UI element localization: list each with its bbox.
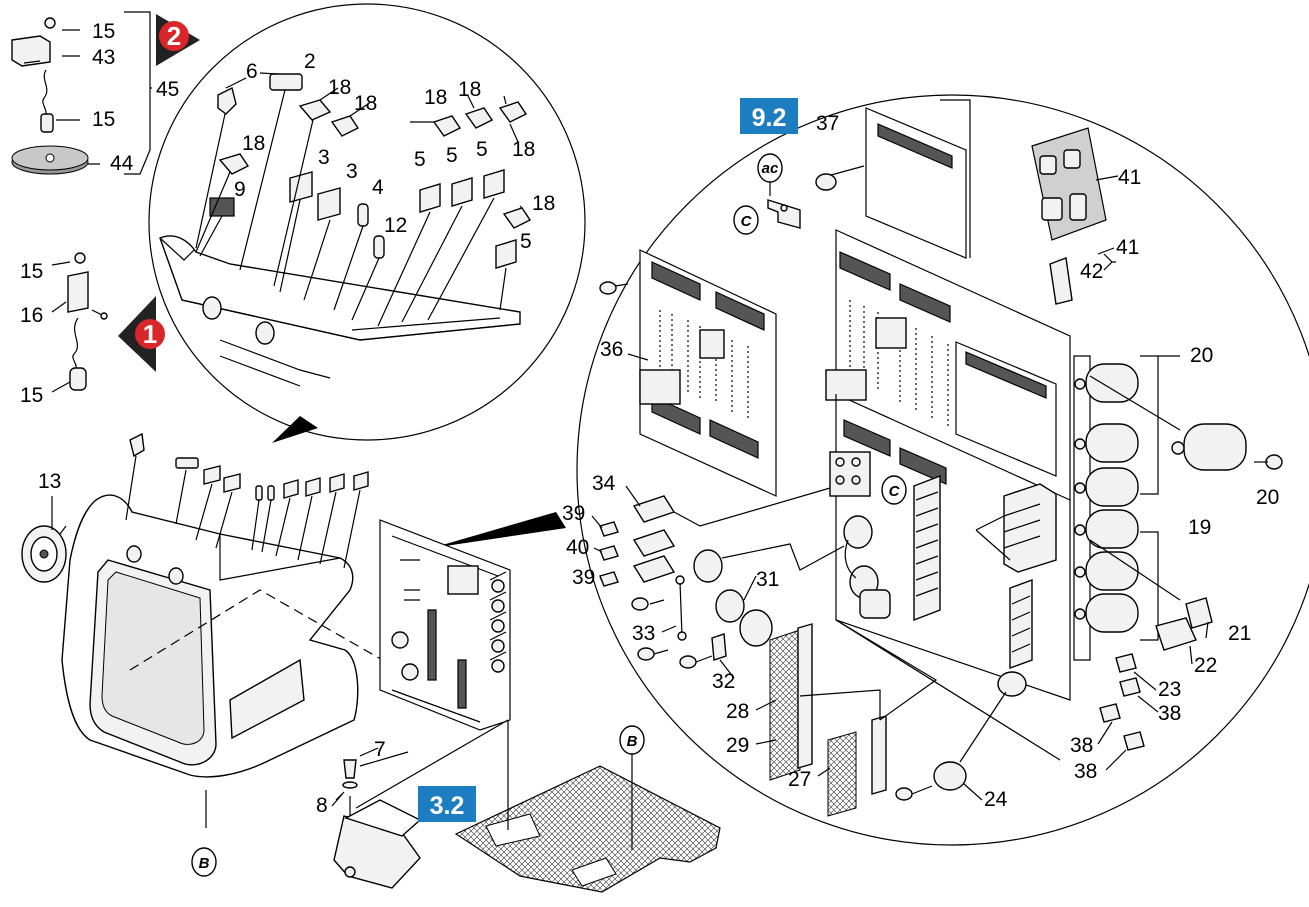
view-tag-b-left-text: B — [199, 855, 210, 872]
circuit-board-36 — [599, 249, 777, 497]
callout-18: 18 — [242, 132, 265, 155]
fuse-strip — [913, 474, 1033, 669]
callout-20: 20 — [1256, 486, 1279, 509]
callout-18: 18 — [458, 78, 481, 101]
ecu-module-37 — [815, 99, 971, 259]
callout-36: 36 — [600, 338, 623, 361]
callout-24: 24 — [984, 788, 1008, 811]
fuse-holders-28-29-27 — [769, 619, 938, 817]
callout-18: 18 — [354, 92, 377, 115]
relay-block — [975, 483, 1057, 573]
leader-lines-right — [331, 175, 1209, 807]
view-tag-c-lower-text: C — [889, 483, 901, 500]
callout-34: 34 — [592, 472, 616, 495]
callout-32: 32 — [712, 670, 735, 693]
callout-4: 4 — [372, 176, 384, 199]
callout-44: 44 — [110, 152, 134, 175]
callout-45: 45 — [156, 78, 179, 101]
callout-13: 13 — [38, 470, 61, 493]
callout-15: 15 — [20, 384, 43, 407]
callout-8: 8 — [316, 794, 328, 817]
control-box-small — [379, 519, 511, 731]
callout-42: 42 — [1080, 260, 1103, 283]
nut-24 — [895, 671, 1027, 801]
ref-box-9-2-text: 9.2 — [752, 104, 787, 132]
callout-7: 7 — [374, 738, 386, 761]
callout-38: 38 — [1074, 760, 1097, 783]
right-detail-circle — [432, 94, 1309, 846]
callout-5: 5 — [414, 148, 426, 171]
callout-29: 29 — [726, 734, 749, 757]
callout-3: 3 — [318, 146, 330, 169]
pedal-assembly — [333, 719, 509, 889]
callout-15: 15 — [92, 20, 115, 43]
lamp-assembly-left — [51, 252, 108, 393]
callout-27: 27 — [788, 768, 811, 791]
top-detail-circle — [148, 3, 586, 443]
ref-box-3-2[interactable]: 3.2 — [418, 786, 476, 822]
callout-15: 15 — [92, 108, 115, 131]
callout-40: 40 — [566, 536, 589, 559]
callout-5: 5 — [446, 144, 458, 167]
step-marker-2: 2 — [156, 14, 200, 66]
ref-box-9-2[interactable]: 9.2 — [740, 98, 798, 134]
callout-33: 33 — [632, 622, 655, 645]
callout-39: 39 — [562, 502, 585, 525]
callout-18: 18 — [424, 86, 447, 109]
callout-39: 39 — [572, 566, 595, 589]
callout-23: 23 — [1158, 678, 1181, 701]
marker-2-text: 2 — [167, 21, 181, 51]
dashboard-panel-detail — [159, 72, 532, 387]
callout-18: 18 — [512, 138, 535, 161]
view-tag-ac: ac — [757, 153, 783, 183]
callout-21: 21 — [1228, 622, 1251, 645]
capacitor-stack-20 — [1073, 355, 1283, 661]
callout-19: 19 — [1188, 516, 1211, 539]
callout-labels: 15 43 45 15 44 6 2 18 18 18 18 18 18 18 … — [20, 20, 1279, 817]
callout-28: 28 — [726, 700, 749, 723]
callout-37: 37 — [816, 112, 839, 135]
callout-12: 12 — [384, 214, 407, 237]
callout-2: 2 — [304, 50, 316, 73]
callout-38: 38 — [1158, 702, 1181, 725]
bracket-ac — [767, 176, 801, 229]
callout-5: 5 — [476, 138, 488, 161]
callout-31: 31 — [756, 568, 779, 591]
view-tag-c-upper-text: C — [741, 213, 753, 230]
dashboard-housing — [61, 432, 401, 828]
marker-1-text: 1 — [143, 319, 157, 349]
relays-31-33 — [631, 515, 891, 669]
callout-16: 16 — [20, 304, 43, 327]
callout-43: 43 — [92, 46, 115, 69]
terminal-blocks-center — [829, 451, 871, 497]
callout-3: 3 — [346, 160, 358, 183]
view-tag-b-mat-text: B — [627, 733, 638, 750]
callout-9: 9 — [234, 178, 246, 201]
ref-box-3-2-text: 3.2 — [430, 792, 465, 820]
callout-41: 41 — [1116, 236, 1139, 259]
ecu-module-lower — [955, 341, 1057, 477]
horn — [21, 496, 67, 583]
step-marker-1: 1 — [118, 296, 165, 372]
view-tag-c-upper: C — [733, 205, 759, 235]
callout-41: 41 — [1118, 166, 1141, 189]
lamp-assembly-top — [11, 11, 152, 175]
callout-6: 6 — [246, 60, 258, 83]
floor-mat — [454, 720, 721, 893]
view-tag-b-mat: B — [619, 725, 645, 755]
callout-5: 5 — [520, 230, 532, 253]
callout-15: 15 — [20, 260, 43, 283]
tool-kit-41 — [1031, 127, 1107, 305]
callout-20: 20 — [1190, 344, 1213, 367]
view-tag-c-lower: C — [881, 475, 907, 505]
connector-34-group — [599, 487, 831, 587]
view-tag-b-left: B — [191, 847, 217, 877]
callout-22: 22 — [1194, 654, 1217, 677]
view-tag-ac-text: ac — [762, 160, 779, 177]
callout-18: 18 — [532, 192, 555, 215]
callout-38: 38 — [1070, 734, 1093, 757]
callout-18: 18 — [328, 76, 351, 99]
small-components-right — [1099, 597, 1213, 751]
